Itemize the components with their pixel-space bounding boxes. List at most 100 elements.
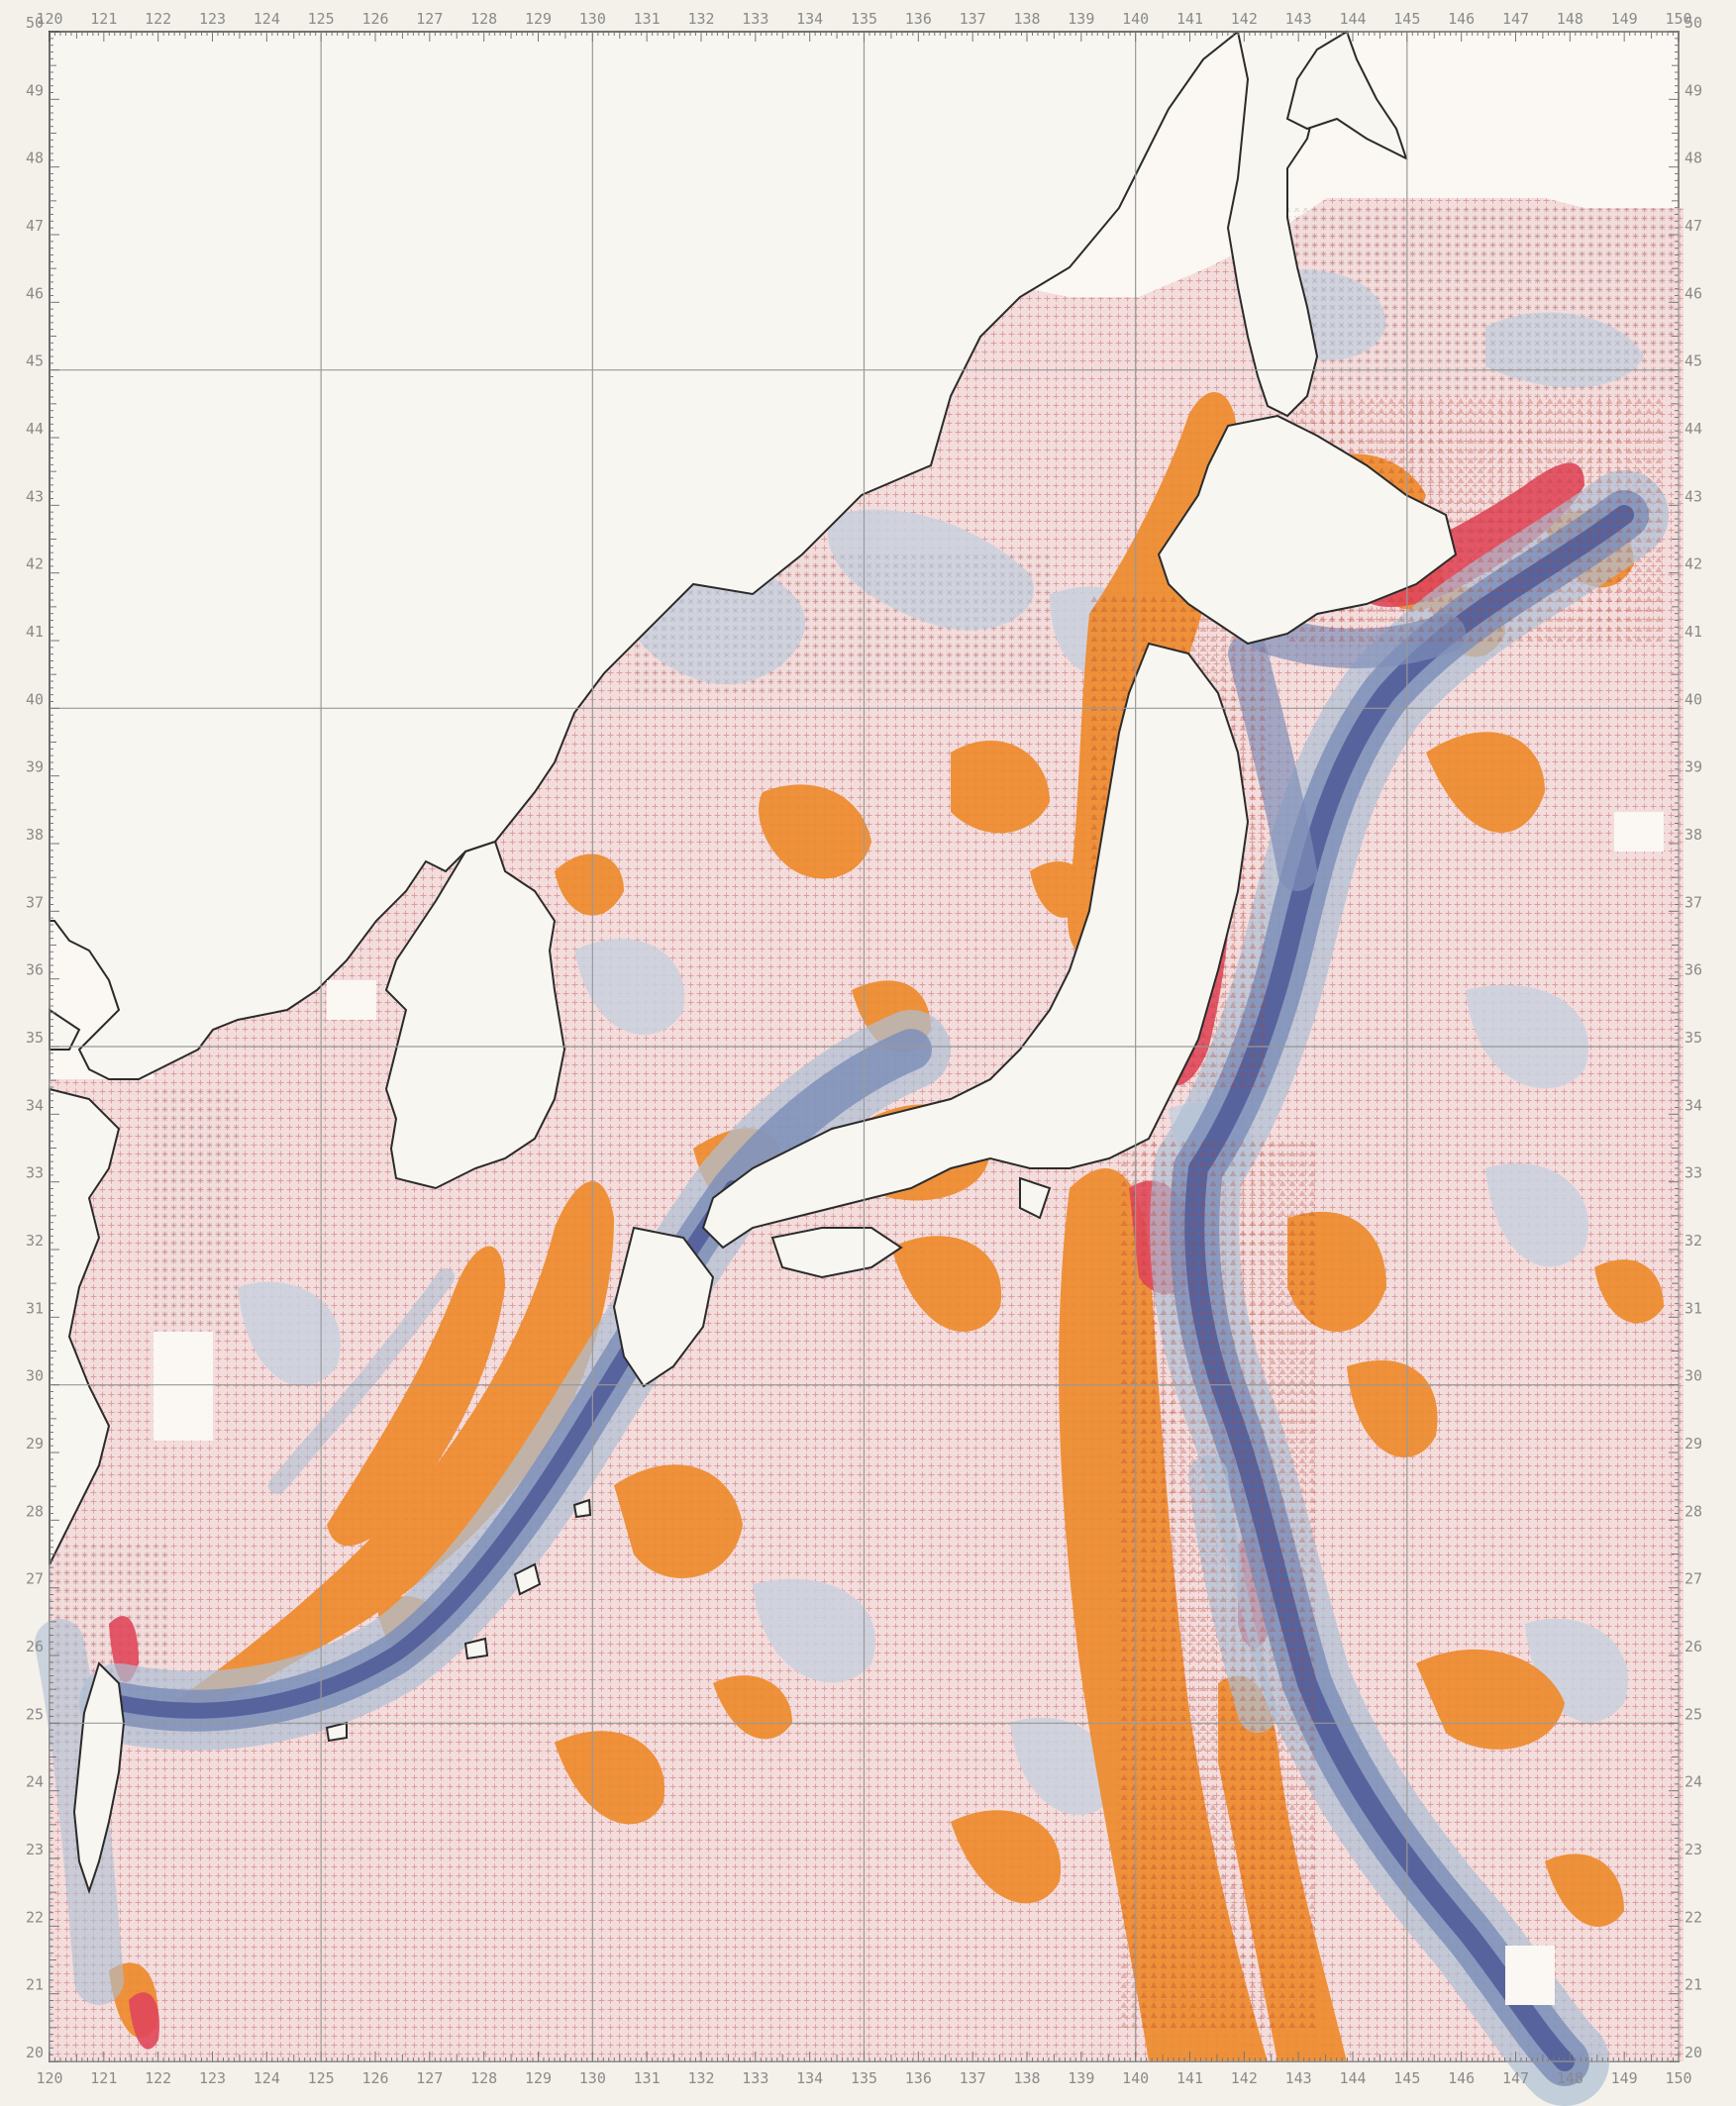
lon-label-bottom: 124 [254,2069,280,2087]
lon-label-top: 147 [1502,10,1529,28]
lon-label-bottom: 147 [1502,2069,1529,2087]
lat-label-right: 25 [1685,1705,1702,1723]
lon-label-bottom: 127 [416,2069,443,2087]
lon-label-top: 133 [742,10,768,28]
lon-label-bottom: 142 [1231,2069,1258,2087]
lon-label-top: 148 [1557,10,1583,28]
lat-label-left: 39 [26,758,44,776]
lon-label-top: 144 [1339,10,1366,28]
lat-label-right: 20 [1685,2044,1702,2061]
lon-label-top: 123 [199,10,226,28]
lon-label-bottom: 123 [199,2069,226,2087]
lon-label-top: 143 [1285,10,1312,28]
lon-label-bottom: 129 [525,2069,552,2087]
korean-peninsula [384,840,566,1190]
lat-label-left: 26 [26,1638,44,1655]
lon-label-top: 134 [796,10,823,28]
lon-label-top: 126 [361,10,388,28]
kyushu [612,1226,715,1388]
lon-label-bottom: 130 [579,2069,606,2087]
lon-label-bottom: 141 [1176,2069,1203,2087]
lat-label-right: 49 [1685,81,1702,99]
lat-label-left: 24 [26,1773,44,1791]
lat-label-right: 36 [1685,961,1702,979]
lon-label-bottom: 133 [742,2069,768,2087]
hatch-overlay [50,208,1674,1743]
lat-label-left: 29 [26,1435,44,1453]
lat-label-right: 47 [1685,217,1702,235]
lon-label-bottom: 120 [36,2069,62,2087]
lat-label-right: 38 [1685,826,1702,844]
lat-label-right: 45 [1685,352,1702,370]
lat-label-left: 43 [26,487,44,505]
lat-label-left: 23 [26,1841,44,1858]
lon-label-bottom: 150 [1665,2069,1691,2087]
lat-label-left: 45 [26,352,44,370]
lon-label-bottom: 135 [851,2069,877,2087]
lon-label-top: 140 [1122,10,1149,28]
lat-label-left: 49 [26,81,44,99]
lat-label-right: 44 [1685,420,1702,438]
lat-label-left: 36 [26,961,44,979]
lon-label-bottom: 136 [905,2069,932,2087]
lon-label-bottom: 146 [1448,2069,1475,2087]
lat-label-left: 32 [26,1232,44,1250]
lon-label-top: 120 [36,10,62,28]
lon-label-bottom: 145 [1393,2069,1420,2087]
lat-label-right: 50 [1685,14,1702,32]
china-coast [49,1087,121,1565]
lat-label-left: 38 [26,826,44,844]
lat-label-left: 33 [26,1164,44,1182]
lat-label-right: 26 [1685,1638,1702,1655]
lat-label-left: 47 [26,217,44,235]
lon-label-top: 130 [579,10,606,28]
lat-label-right: 35 [1685,1029,1702,1047]
lon-label-bottom: 121 [90,2069,117,2087]
lon-label-top: 128 [470,10,497,28]
lat-label-right: 33 [1685,1164,1702,1182]
lon-label-top: 127 [416,10,443,28]
lon-label-top: 138 [1013,10,1040,28]
lon-label-bottom: 144 [1339,2069,1366,2087]
lat-label-right: 43 [1685,487,1702,505]
lon-label-top: 137 [960,10,986,28]
lat-label-right: 39 [1685,758,1702,776]
lat-label-right: 23 [1685,1841,1702,1858]
lon-label-top: 136 [905,10,932,28]
no-data-boxes [153,812,1664,2005]
lat-label-left: 46 [26,284,44,302]
lat-label-left: 30 [26,1367,44,1385]
lon-label-top: 125 [308,10,335,28]
lat-label-left: 50 [26,14,44,32]
lat-label-right: 30 [1685,1367,1702,1385]
lat-label-right: 40 [1685,690,1702,708]
lon-label-bottom: 148 [1557,2069,1583,2087]
lon-label-bottom: 139 [1068,2069,1094,2087]
lat-label-left: 22 [26,1908,44,1926]
lat-label-right: 28 [1685,1502,1702,1520]
lat-label-left: 27 [26,1570,44,1588]
lon-label-top: 149 [1611,10,1638,28]
shikoku [770,1227,903,1279]
lon-label-top: 132 [687,10,714,28]
lon-label-top: 135 [851,10,877,28]
lat-label-left: 48 [26,150,44,167]
lat-label-right: 27 [1685,1570,1702,1588]
land-masses [49,30,1458,1895]
lat-label-left: 40 [26,690,44,708]
lon-label-bottom: 126 [361,2069,388,2087]
lon-label-top: 145 [1393,10,1420,28]
lon-label-top: 142 [1231,10,1258,28]
lon-label-bottom: 137 [960,2069,986,2087]
lat-label-right: 42 [1685,555,1702,573]
lat-label-left: 42 [26,555,44,573]
lon-label-top: 150 [1665,10,1691,28]
lon-label-top: 124 [254,10,280,28]
lat-label-left: 31 [26,1299,44,1317]
lat-label-left: 44 [26,420,44,438]
taiwan [72,1661,126,1895]
lat-label-right: 46 [1685,284,1702,302]
lon-label-bottom: 140 [1122,2069,1149,2087]
lat-label-right: 48 [1685,150,1702,167]
